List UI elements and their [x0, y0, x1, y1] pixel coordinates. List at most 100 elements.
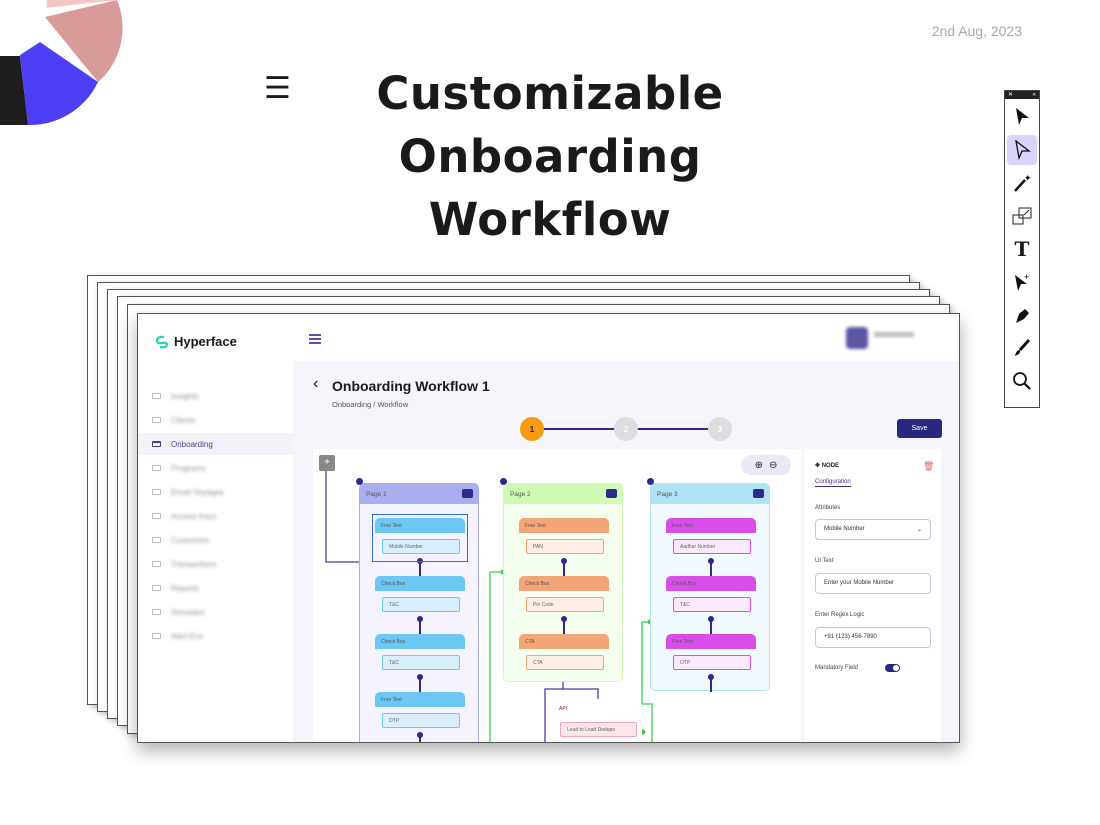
- page-name: Page 3: [657, 491, 678, 498]
- workflow-node[interactable]: Free Text OTP: [666, 634, 756, 676]
- page-title: Onboarding Workflow 1: [332, 378, 490, 394]
- sidebar-item[interactable]: Email Voyages: [138, 481, 293, 503]
- slide-date: 2nd Aug, 2023: [931, 23, 1022, 39]
- sidebar-item-icon: [152, 561, 161, 567]
- zoom-tool-icon[interactable]: [1007, 366, 1037, 396]
- back-chevron-icon[interactable]: ‹: [313, 375, 319, 392]
- sidebar-item-label: Programs: [171, 463, 206, 473]
- workflow-node[interactable]: Check Box T&C: [666, 576, 756, 618]
- sidebar-item[interactable]: Reports: [138, 577, 293, 599]
- workflow-page[interactable]: Page 1 Free Text Mobile Number Check Box…: [356, 478, 479, 742]
- workflow-node[interactable]: CTA CTA: [519, 634, 609, 676]
- sidebar-item[interactable]: Insights: [138, 385, 293, 407]
- node-value: T&C: [382, 655, 460, 670]
- sidebar-item[interactable]: Access Keys: [138, 505, 293, 527]
- direct-selection-arrow-icon[interactable]: [1007, 135, 1037, 165]
- node-type: Free Text: [375, 518, 465, 533]
- selected-node-outline: [372, 514, 468, 562]
- connector-dot[interactable]: [417, 674, 423, 680]
- collapse-icon[interactable]: «: [1032, 92, 1036, 98]
- api-node-value: Lead to Lead Dedupe: [560, 722, 637, 737]
- node-type: Free Text: [519, 518, 609, 533]
- page-header: Page 2: [504, 484, 622, 504]
- sidebar-item[interactable]: Programs: [138, 457, 293, 479]
- node-type: Check Box: [375, 634, 465, 649]
- regex-input[interactable]: +91 (123) 456-7890: [815, 627, 931, 648]
- sidebar-item-label: Transactions: [171, 559, 217, 569]
- connector-dot[interactable]: [561, 616, 567, 622]
- workflow-node[interactable]: Free Text OTP: [375, 692, 465, 734]
- delete-icon[interactable]: 🗑: [923, 461, 935, 471]
- node-connector: [710, 618, 712, 634]
- connector-dot[interactable]: [708, 674, 714, 680]
- workflow-node[interactable]: Check Box Pin Code: [519, 576, 609, 618]
- selection-arrow-icon[interactable]: [1007, 102, 1037, 132]
- brush-tool-icon[interactable]: [1007, 333, 1037, 363]
- sidebar-item[interactable]: Transactions: [138, 553, 293, 575]
- sidebar-item-label: Onboarding: [171, 439, 213, 449]
- page-anchor-icon[interactable]: [500, 478, 507, 485]
- add-field-icon[interactable]: [606, 489, 617, 498]
- workflow-canvas[interactable]: + ⊕ ⊖ Page 1 Free Text Mobile Number Chec…: [313, 449, 801, 742]
- api-node[interactable]: API Lead to Lead Dedupe: [553, 701, 642, 742]
- node-value: T&C: [382, 597, 460, 612]
- node-value: OTP: [673, 655, 751, 670]
- type-tool-icon[interactable]: T: [1014, 237, 1030, 261]
- artboard-scale-icon[interactable]: [1007, 201, 1037, 231]
- connector-dot[interactable]: [417, 732, 423, 738]
- add-anchor-arrow-icon[interactable]: +: [1007, 267, 1037, 297]
- workflow-page[interactable]: Page 3 Free Text Aadhar Number Check Box…: [647, 478, 770, 692]
- user-profile[interactable]: [846, 327, 914, 349]
- node-type: CTA: [519, 634, 609, 649]
- add-field-icon[interactable]: [753, 489, 764, 498]
- page-name: Page 2: [510, 491, 531, 498]
- workflow-node[interactable]: Free Text PAN: [519, 518, 609, 560]
- sidebar-item-label: Reports: [171, 583, 200, 593]
- connector-dot[interactable]: [708, 616, 714, 622]
- sidebar-item-icon: [152, 537, 161, 543]
- node-icon: ✥: [815, 463, 822, 469]
- sidebar-item[interactable]: Simulator: [138, 601, 293, 623]
- tab-configuration[interactable]: Configuration: [815, 479, 851, 487]
- node-heading: ✥ NODE: [815, 462, 839, 469]
- connector-dot[interactable]: [561, 558, 567, 564]
- pen-tool-icon[interactable]: [1007, 300, 1037, 330]
- workflow-page[interactable]: Page 2 Free Text PAN Check Box Pin Code …: [500, 478, 623, 682]
- magic-wand-icon[interactable]: ✦: [1007, 168, 1037, 198]
- attributes-value: Mobile Number: [824, 526, 865, 532]
- node-value: Aadhar Number: [673, 539, 751, 554]
- node-type: Free Text: [666, 518, 756, 533]
- ui-text-input[interactable]: Enter your Mobile Number: [815, 573, 931, 594]
- step-3[interactable]: 3: [708, 417, 732, 441]
- workflow-node[interactable]: Check Box T&C: [375, 576, 465, 618]
- page-anchor-icon[interactable]: [356, 478, 363, 485]
- zoom-out-icon[interactable]: ⊖: [769, 459, 778, 471]
- slide-headline: Customizable Onboarding Workflow: [300, 62, 800, 251]
- save-button[interactable]: Save: [897, 419, 942, 438]
- menu-toggle-icon[interactable]: [309, 334, 321, 346]
- mandatory-toggle[interactable]: [885, 664, 900, 672]
- add-node-button[interactable]: +: [319, 455, 335, 471]
- hamburger-icon[interactable]: ☰: [264, 72, 291, 105]
- sidebar-item[interactable]: Clients: [138, 409, 293, 431]
- connector-dot[interactable]: [417, 616, 423, 622]
- workflow-node[interactable]: Free Text Mobile Number: [375, 518, 465, 560]
- sidebar-item-icon: [152, 585, 161, 591]
- add-field-icon[interactable]: [462, 489, 473, 498]
- step-2[interactable]: 2: [614, 417, 638, 441]
- decorative-donut-chart: [0, 0, 123, 126]
- step-1[interactable]: 1: [520, 417, 544, 441]
- zoom-in-icon[interactable]: ⊕: [754, 459, 763, 471]
- workflow-node[interactable]: Check Box T&C: [375, 634, 465, 676]
- page-anchor-icon[interactable]: [647, 478, 654, 485]
- sidebar-item-label: Insights: [171, 391, 199, 401]
- workflow-node[interactable]: Free Text Aadhar Number: [666, 518, 756, 560]
- close-icon[interactable]: ✕: [1008, 92, 1014, 98]
- sidebar-item[interactable]: Customers: [138, 529, 293, 551]
- hyperface-logo-icon: [155, 335, 169, 348]
- connector-dot[interactable]: [708, 558, 714, 564]
- attributes-select[interactable]: Mobile Number⌄: [815, 519, 931, 540]
- sidebar-item[interactable]: Onboarding: [138, 433, 293, 455]
- sidebar-item[interactable]: Alert Env: [138, 625, 293, 647]
- node-connector: [563, 560, 565, 576]
